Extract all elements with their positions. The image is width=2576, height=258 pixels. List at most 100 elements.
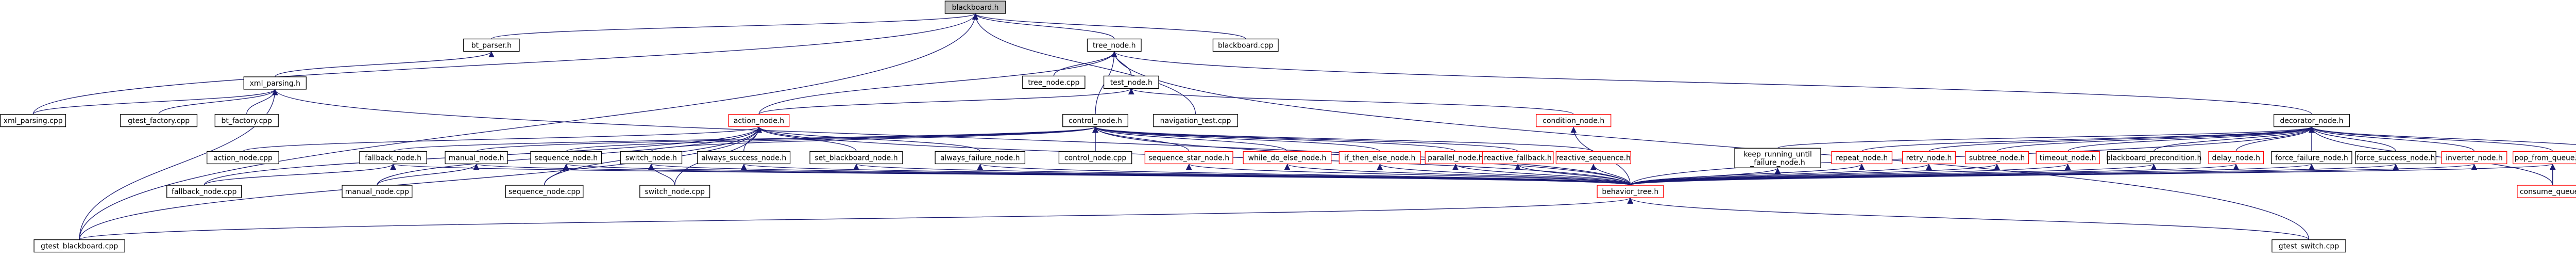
node-always-failure-node-h[interactable]: always_failure_node.h [935,151,1026,165]
edge-set-blackboard-node-h-to-action-node-h [756,126,857,152]
node-keep-running-until-failure-node-h[interactable]: keep_running_until_failure_node.h [1734,148,1821,168]
node-label: switch_node.h [625,154,677,162]
node-manual-node-h[interactable]: manual_node.h [445,151,508,165]
node-repeat-node-h[interactable]: repeat_node.h [1831,151,1893,165]
edge-decorator-node-h-to-tree-node-h [1111,51,2312,115]
node-box [1425,151,1486,165]
node-tree-node-cpp[interactable]: tree_node.cpp [1022,75,1086,89]
node-sequence-node-cpp[interactable]: sequence_node.cpp [505,185,584,198]
node-box [2355,151,2436,165]
node-box [1153,114,1238,127]
node-consume-queue-h[interactable]: consume_queue.h [2517,185,2576,198]
node-action-node-cpp[interactable]: action_node.cpp [207,151,279,165]
node-inverter-node-h[interactable]: inverter_node.h [2441,151,2507,165]
edge-reactive-sequence-h-to-control-node-h [1092,126,1594,152]
node-timeout-node-h[interactable]: timeout_node.h [2036,151,2100,165]
node-force-failure-node-h[interactable]: force_failure_node.h [2271,151,2352,165]
edge-action-node-cpp-to-action-node-h [242,126,762,152]
node-xml-parsing-h[interactable]: xml_parsing.h [243,76,307,90]
node-label: gtest_blackboard.cpp [41,243,118,251]
node-label: pop_from_queue.hpp [2515,154,2576,162]
edge-behavior-tree-h-to-reactive-fallback-h [1515,164,1631,186]
node-test-node-h[interactable]: test_node.h [1103,75,1159,89]
node-switch-node-h[interactable]: switch_node.h [620,151,683,165]
node-subtree-node-h[interactable]: subtree_node.h [1964,151,2029,165]
node-behavior-tree-h[interactable]: behavior_tree.h [1597,185,1664,198]
node-sequence-node-h[interactable]: sequence_node.h [530,151,602,165]
node-bt-parser-h[interactable]: bt_parser.h [463,38,520,52]
node-label: action_node.h [734,117,784,125]
node-manual-node-cpp[interactable]: manual_node.cpp [342,185,413,198]
edge-gtest-blackboard-cpp-to-action-node-h [79,126,762,240]
node-gtest-factory-cpp[interactable]: gtest_factory.cpp [120,114,198,127]
node-always-success-node-h[interactable]: always_success_node.h [697,151,791,165]
node-tree-node-h[interactable]: tree_node.h [1087,38,1142,52]
node-parallel-node-h[interactable]: parallel_node.h [1425,151,1486,165]
node-label: reactive_fallback.h [1484,154,1552,162]
node-action-node-h[interactable]: action_node.h [728,114,790,127]
node-label: set_blackboard_node.h [815,154,897,162]
node-box [530,151,602,165]
node-set-blackboard-node-h[interactable]: set_blackboard_node.h [809,151,903,165]
node-fallback-node-cpp[interactable]: fallback_node.cpp [166,185,242,198]
node-box [2036,151,2100,165]
node-box [620,151,683,165]
node-box [445,151,508,165]
edge-sequence-node-h-to-control-node-h [566,126,1098,152]
node-control-node-cpp[interactable]: control_node.cpp [1058,151,1132,165]
node-box [207,151,279,165]
node-label: gtest_switch.cpp [2279,243,2340,251]
edge-tree-node-cpp-to-tree-node-h [1053,51,1117,76]
node-blackboard-precondition-h[interactable]: blackboard_precondition.h [2106,151,2202,165]
node-box [1597,185,1664,198]
node-switch-node-cpp[interactable]: switch_node.cpp [639,185,710,198]
node-label: sequence_node.h [534,154,598,162]
node-label: blackboard_precondition.h [2106,154,2202,162]
node-box [2272,239,2346,253]
edge-bt-parser-h-to-blackboard-h [491,13,978,40]
node-retry-node-h[interactable]: retry_node.h [1902,151,1956,165]
edge-behavior-tree-h-to-sequence-node-h [564,163,1631,186]
edge-blackboard-cpp-to-blackboard-h [972,13,1246,40]
edges-layer [32,13,2576,240]
node-sequence-star-node-h[interactable]: sequence_star_node.h [1144,151,1233,165]
node-reactive-sequence-h[interactable]: reactive_sequence.h [1555,151,1631,165]
node-bt-factory-cpp[interactable]: bt_factory.cpp [214,114,279,127]
node-control-node-h[interactable]: control_node.h [1062,114,1129,127]
node-box [1902,151,1956,165]
node-box [1058,151,1132,165]
node-decorator-node-h[interactable]: decorator_node.h [2273,114,2350,127]
node-force-success-node-h[interactable]: force_success_node.h [2355,151,2436,165]
node-if-then-else-node-h[interactable]: if_then_else_node.h [1338,151,1421,165]
node-while-do-else-node-h[interactable]: while_do_else_node.h [1243,151,1332,165]
edge-parallel-node-h-to-control-node-h [1092,126,1456,152]
node-label: keep_running_until [1743,150,1812,158]
node-navigation-test-cpp[interactable]: navigation_test.cpp [1153,114,1238,127]
edge-gtest-blackboard-cpp-to-blackboard-h [79,13,978,240]
edge-behavior-tree-h-to-xml-parsing-h [272,89,1631,186]
node-xml-parsing-cpp[interactable]: xml_parsing.cpp [0,114,66,127]
edge-xml-parsing-h-to-bt-parser-h [275,51,495,77]
node-blackboard-h[interactable]: blackboard.h [944,1,1006,14]
node-fallback-node-h[interactable]: fallback_node.h [359,151,427,165]
node-reactive-fallback-h[interactable]: reactive_fallback.h [1482,151,1554,165]
node-box [1087,38,1142,52]
node-condition-node-h[interactable]: condition_node.h [1536,114,1612,127]
edge-switch-node-h-to-control-node-h [651,126,1098,152]
node-box [463,38,520,52]
node-label: switch_node.cpp [645,188,705,196]
node-label: bt_factory.cpp [221,117,272,125]
edge-sequence-node-cpp-to-sequence-node-h [544,164,569,186]
node-label: behavior_tree.h [1602,188,1658,196]
edge-behavior-tree-h-to-retry-node-h [1630,163,1932,186]
node-delay-node-h[interactable]: delay_node.h [2208,151,2264,165]
node-pop-from-queue-hpp[interactable]: pop_from_queue.hpp [2513,151,2576,165]
node-box [166,185,242,198]
node-gtest-blackboard-cpp[interactable]: gtest_blackboard.cpp [33,239,125,253]
node-box [2517,185,2576,198]
node-label: sequence_node.cpp [509,188,580,196]
node-box [728,114,790,127]
node-blackboard-cpp[interactable]: blackboard.cpp [1212,38,1279,52]
node-gtest-switch-cpp[interactable]: gtest_switch.cpp [2272,239,2346,253]
edge-behavior-tree-h-to-if-then-else-node-h [1377,163,1631,186]
